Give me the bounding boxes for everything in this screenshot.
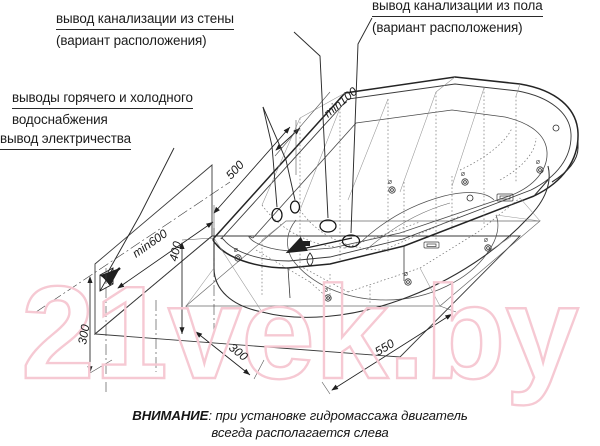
jet-fittings [234, 124, 560, 302]
leader-water-cold [262, 106, 296, 201]
center-lines [35, 181, 231, 392]
dimension-lines [87, 91, 457, 395]
leader-lines [107, 17, 373, 273]
dim-line-550 [331, 313, 453, 391]
jet-labels: Ø Ø Ø Ø Ø Ø Ø [234, 160, 540, 294]
svg-text:Ø: Ø [324, 288, 328, 294]
svg-text:Ø: Ø [388, 180, 392, 186]
dimension-label-550: 550 [372, 336, 397, 358]
callout-sewer-from-floor: вывод канализации из пола (вариант распо… [372, 0, 543, 37]
dimension-label-400: 400 [166, 240, 184, 263]
leader-sewer-wall [293, 31, 329, 219]
warning-line-2: всегда располагается слева [211, 425, 389, 440]
pump-detail [423, 193, 514, 249]
outlet-marker-sewer-wall [319, 219, 337, 233]
dimension-label-500: 500 [223, 158, 247, 182]
callout-water-supply-line1: выводы горячего и холодного [12, 88, 193, 109]
callout-water-supply-line2: водоснабжения [12, 112, 108, 127]
svg-text:Ø: Ø [461, 172, 465, 178]
svg-text:Ø: Ø [536, 160, 540, 166]
callout-sewer-from-wall-line1: вывод канализации из стены [56, 9, 234, 30]
outlet-marker-sewer-floor [341, 234, 361, 248]
warning-line-1: ВНИМАНИЕ: при установке гидромассажа дви… [0, 408, 600, 423]
callout-electric-supply-line1: вывод электричества [0, 129, 131, 150]
callout-sewer-from-wall: вывод канализации из стены (вариант расп… [56, 9, 234, 50]
warning-line-1-rest: : при установке гидромассажа двигатель [208, 408, 468, 423]
warning-keyword: ВНИМАНИЕ [132, 408, 209, 423]
dimension-label-min600: min600 [130, 226, 171, 260]
drain-detail [285, 236, 353, 267]
outlet-marker-water-cold [289, 200, 301, 214]
callout-electric-supply: вывод электричества [0, 129, 131, 150]
leader-water-hot [262, 106, 278, 208]
leader-electric [107, 147, 175, 273]
bathtub-body [212, 76, 579, 318]
svg-text:Ø: Ø [404, 272, 408, 278]
callout-sewer-from-floor-line2: (вариант расположения) [372, 20, 523, 35]
dim-line-min600 [117, 221, 214, 289]
callout-water-supply: выводы горячего и холодного водоснабжени… [12, 88, 193, 129]
dim-line-300-floor [195, 331, 251, 376]
leader-sewer-floor [350, 17, 373, 234]
svg-text:Ø: Ø [484, 238, 488, 244]
svg-text:Ø: Ø [234, 248, 238, 254]
dimension-label-300-floor: 300 [226, 340, 251, 364]
dimension-label-min100: min100 [321, 84, 360, 120]
callout-sewer-from-wall-line2: (вариант расположения) [56, 33, 207, 48]
dimension-label-300-vertical: 300 [75, 323, 92, 345]
callout-sewer-from-floor-line1: вывод канализации из пола [372, 0, 543, 17]
